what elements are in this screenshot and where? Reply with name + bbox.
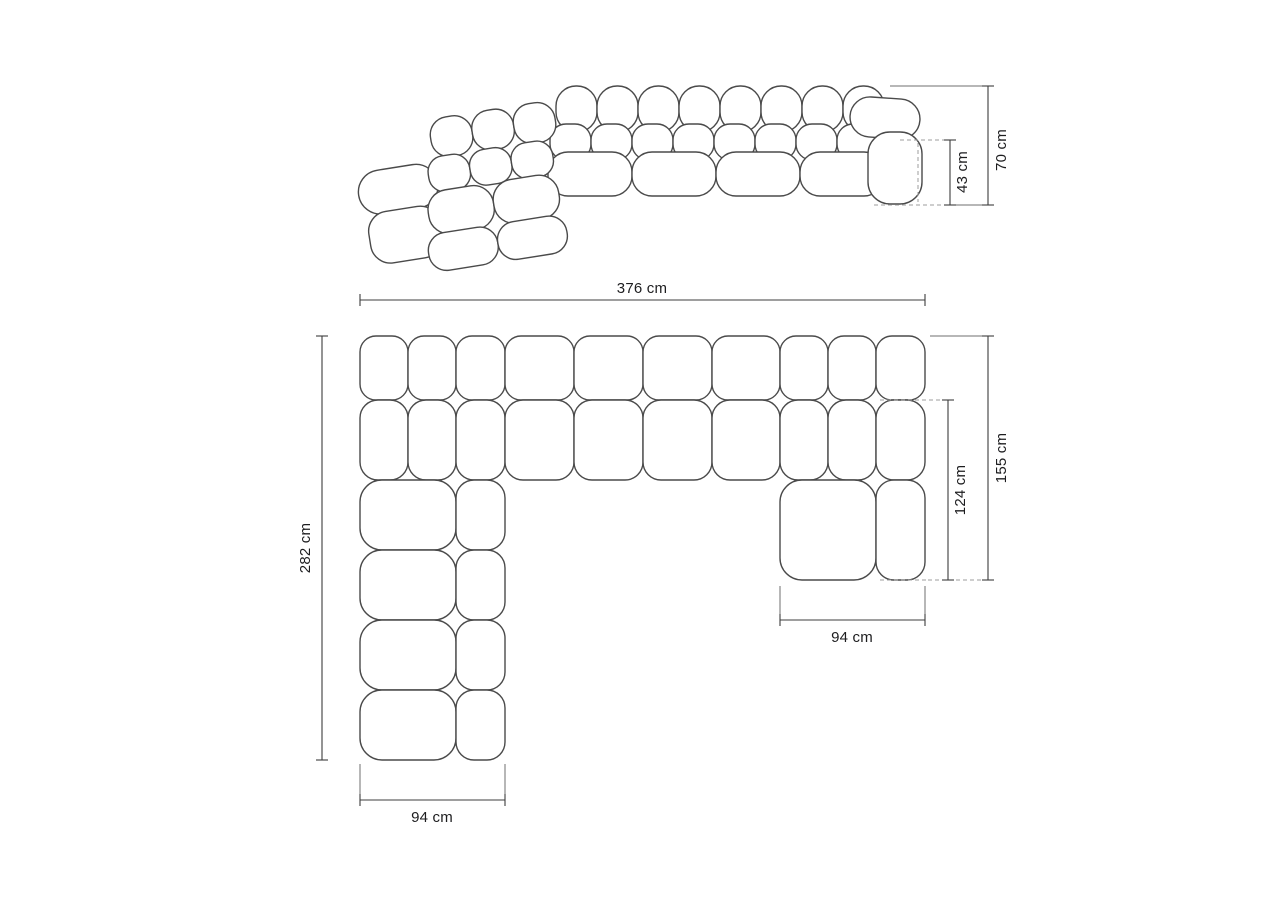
dim-label-seat-height: 43 cm [954,151,971,193]
front-right-chaise [849,96,923,205]
dim-left-width: 94 cm [359,764,506,826]
dim-total-width: 376 cm [359,280,926,306]
front-view: 70 cm 43 cm [357,85,1010,272]
dim-label-right-inner-depth: 124 cm [952,465,969,515]
front-left-section [357,101,569,272]
dim-right-depth: 155 cm [928,335,1010,581]
dim-right-inner-depth: 124 cm [880,399,969,581]
front-seat-cushion-row [547,151,885,197]
dim-label-right-depth: 155 cm [993,433,1010,483]
dim-label-left-width: 94 cm [411,809,453,826]
dim-right-width: 94 cm [779,586,926,646]
plan-right-column [779,479,926,581]
dim-label-total-height: 70 cm [993,129,1010,171]
dim-total-depth: 282 cm [297,335,328,761]
plan-back-row [359,335,926,401]
dim-label-total-width: 376 cm [617,280,667,297]
plan-seat-row [359,399,926,481]
dim-label-right-width: 94 cm [831,629,873,646]
dim-seat-height: 43 cm [874,139,971,206]
dim-label-total-depth: 282 cm [297,523,314,573]
plan-view: 376 cm 282 cm 155 cm 124 cm [297,280,1010,826]
plan-left-column [359,479,506,761]
